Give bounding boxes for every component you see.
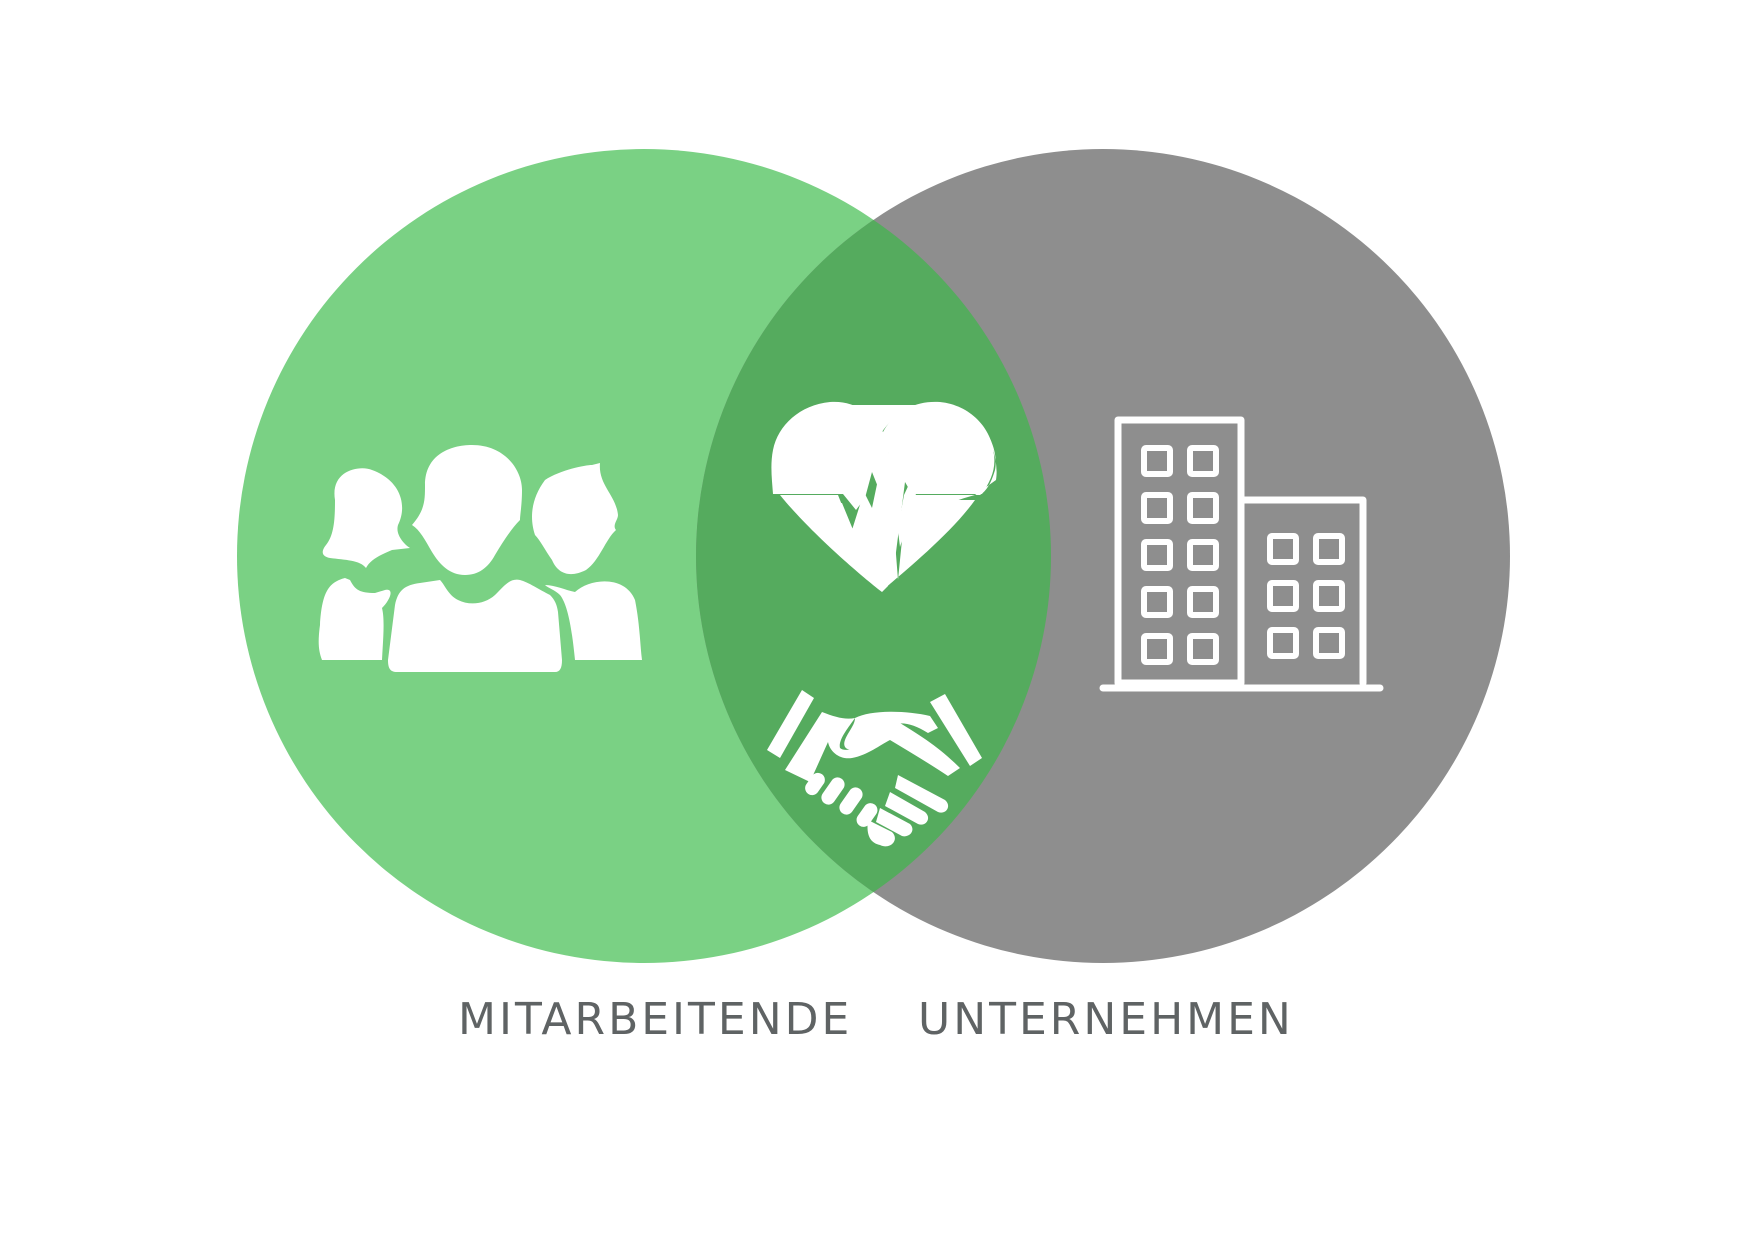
overlap-region xyxy=(696,149,1051,963)
company-label: UNTERNEHMEN xyxy=(918,994,1294,1045)
building-windows xyxy=(1141,445,1345,665)
people-group-icon xyxy=(318,445,642,672)
handshake-icon xyxy=(767,690,982,847)
heart-pulse-icon xyxy=(771,401,997,592)
office-building-icon xyxy=(1099,416,1384,692)
employees-label: MITARBEITENDE xyxy=(458,994,853,1045)
